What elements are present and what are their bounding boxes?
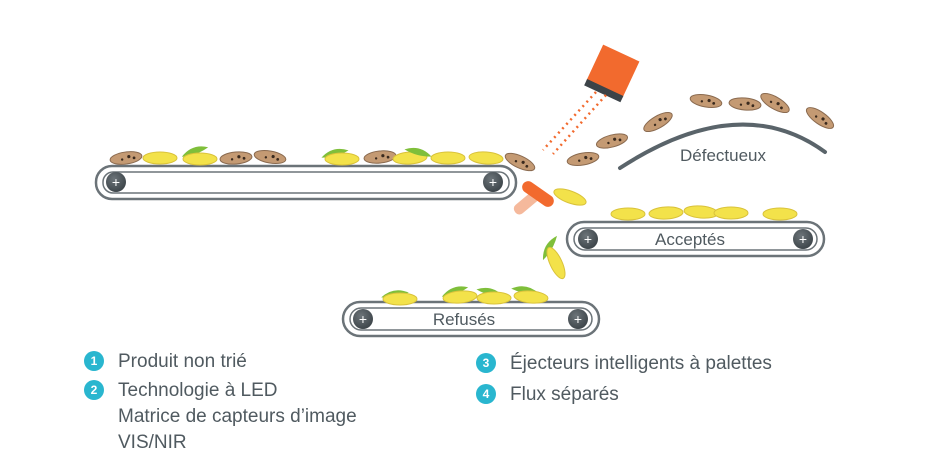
- good-kernel: [142, 151, 178, 165]
- defective-piece: [595, 133, 629, 149]
- good-kernel: [713, 206, 749, 220]
- good-kernel: [476, 291, 512, 305]
- step-number-badge: 4: [476, 384, 496, 404]
- roller-icon: +: [568, 309, 588, 329]
- defective-piece: [253, 149, 287, 165]
- defective-piece: [643, 111, 673, 133]
- defective-piece: [219, 151, 253, 165]
- leaf-debris: [404, 147, 432, 157]
- defective-piece: [689, 93, 723, 109]
- good-kernel: [683, 205, 719, 219]
- legend-label: Produit non trié: [118, 351, 247, 372]
- rejected-conveyor-belt: + + Refusés: [341, 300, 601, 338]
- good-kernel: [430, 151, 466, 165]
- good-kernel: [610, 207, 646, 221]
- legend-item-4: 4 Flux séparés: [476, 382, 619, 408]
- defective-piece: [566, 151, 600, 167]
- defective-piece: [805, 107, 835, 129]
- svg-text:+: +: [574, 311, 582, 327]
- roller-icon: +: [578, 229, 598, 249]
- roller-icon: +: [793, 229, 813, 249]
- legend-label: Flux séparés: [510, 384, 619, 405]
- legend-label: Éjecteurs intelligents à palettes: [510, 353, 772, 374]
- defective-piece: [109, 151, 143, 165]
- step-number-badge: 2: [84, 380, 104, 400]
- legend-item-2: 2 Technologie à LED Matrice de capteurs …: [84, 378, 357, 456]
- defective-chute-arc: [618, 122, 827, 170]
- svg-text:+: +: [799, 231, 807, 247]
- roller-icon: +: [106, 172, 126, 192]
- defective-piece: [363, 150, 397, 164]
- camera-beam-right: [552, 94, 607, 155]
- good-kernel: [553, 188, 587, 206]
- ejector-paddle-icon: [513, 181, 554, 215]
- product-items: [109, 92, 835, 306]
- good-kernel: [648, 206, 684, 220]
- accepted-conveyor-belt: + + Acceptés: [565, 220, 826, 258]
- legend-item-3: 3 Éjecteurs intelligents à palettes: [476, 351, 772, 377]
- legend-label: Technologie à LED: [118, 380, 278, 401]
- camera-sensor-icon: [584, 44, 640, 103]
- good-kernel: [442, 290, 478, 304]
- good-kernel: [513, 290, 549, 304]
- svg-text:+: +: [489, 174, 497, 190]
- good-kernel: [324, 152, 360, 166]
- svg-text:+: +: [112, 174, 120, 190]
- good-kernel: [546, 246, 566, 280]
- legend-label: VIS/NIR: [118, 432, 187, 453]
- roller-icon: +: [353, 309, 373, 329]
- camera-beam-left: [542, 91, 597, 151]
- defective-label: Défectueux: [680, 146, 766, 165]
- defective-piece: [504, 152, 536, 172]
- legend-label: Matrice de capteurs d’image: [118, 406, 357, 427]
- good-kernel: [382, 292, 418, 306]
- accepted-label: Acceptés: [655, 230, 725, 249]
- good-kernel: [182, 152, 218, 166]
- main-conveyor-belt: + +: [94, 164, 518, 201]
- good-kernel: [468, 151, 504, 165]
- legend-item-1: 1 Produit non trié: [84, 349, 247, 375]
- step-number-badge: 1: [84, 351, 104, 371]
- roller-icon: +: [483, 172, 503, 192]
- defective-piece: [728, 97, 762, 111]
- svg-text:+: +: [584, 231, 592, 247]
- svg-text:+: +: [359, 311, 367, 327]
- good-kernel: [762, 207, 798, 221]
- rejected-label: Refusés: [433, 310, 495, 329]
- step-number-badge: 3: [476, 353, 496, 373]
- defective-piece: [760, 92, 790, 114]
